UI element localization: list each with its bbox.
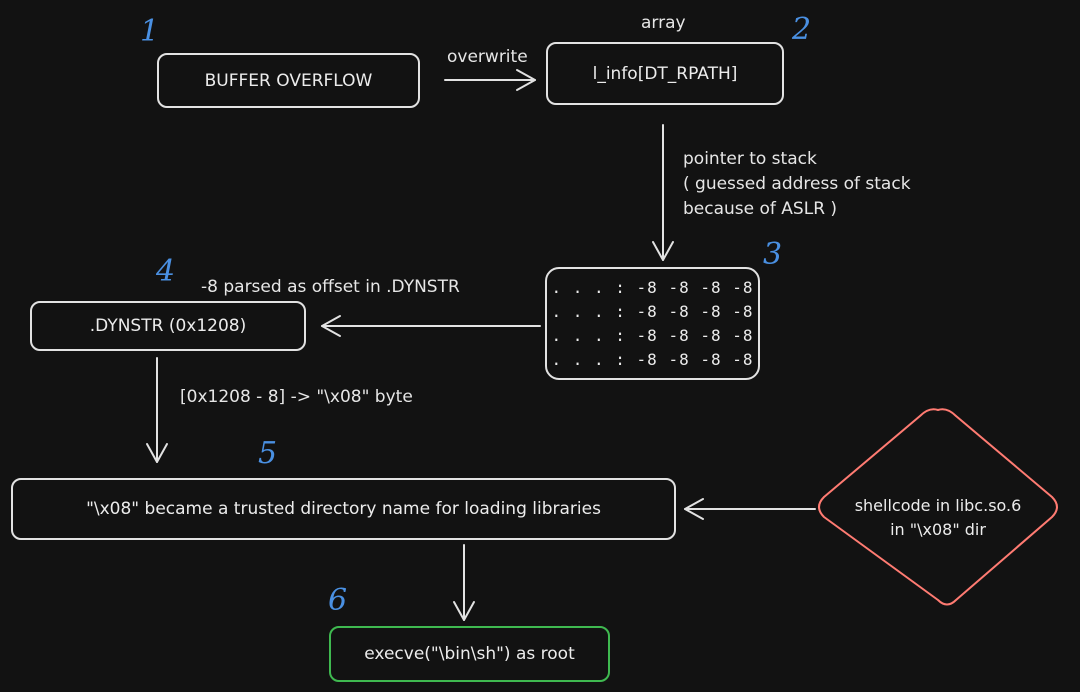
- shellcode-arrow: [684, 498, 816, 520]
- buffer-overflow-box: BUFFER OVERFLOW: [157, 53, 420, 108]
- dynstr-box: .DYNSTR (0x1208): [30, 301, 306, 351]
- trusted-directory-box: "\x08" became a trusted directory name f…: [11, 478, 676, 540]
- overwrite-label: overwrite: [447, 47, 528, 67]
- pointer-arrow: [652, 124, 674, 261]
- offset-row: . . . : -8 -8 -8 -8: [551, 349, 754, 369]
- array-label: array: [641, 13, 686, 33]
- info-array-box: l_info[DT_RPATH]: [546, 42, 784, 105]
- shellcode-diamond: [818, 408, 1058, 606]
- execve-root-box: execve("\bin\sh") as root: [329, 626, 610, 682]
- pointer-label-line-1: pointer to stack: [683, 149, 817, 169]
- offset-row: . . . : -8 -8 -8 -8: [551, 277, 754, 297]
- shellcode-text-line-2: in "\x08" dir: [890, 520, 986, 539]
- overwrite-arrow: [444, 69, 536, 91]
- execve-arrow: [453, 544, 475, 621]
- parsed-offset-label: -8 parsed as offset in .DYNSTR: [201, 277, 460, 297]
- shellcode-text: shellcode in libc.so.6 in "\x08" dir: [826, 494, 1050, 542]
- step-number-3: 3: [763, 237, 783, 272]
- step-number-4: 4: [156, 254, 176, 289]
- step-number-6: 6: [328, 583, 348, 618]
- stack-offsets-box: . . . : -8 -8 -8 -8 . . . : -8 -8 -8 -8 …: [545, 267, 760, 380]
- pointer-label-line-3: because of ASLR ): [683, 199, 838, 219]
- step-number-2: 2: [792, 12, 812, 47]
- pointer-label-line-2: ( guessed address of stack: [683, 174, 911, 194]
- shellcode-text-line-1: shellcode in libc.so.6: [854, 496, 1022, 515]
- offset-row: . . . : -8 -8 -8 -8: [551, 325, 754, 345]
- offset-row: . . . : -8 -8 -8 -8: [551, 301, 754, 321]
- byte-calc-label: [0x1208 - 8] -> "\x08" byte: [180, 387, 413, 407]
- step-number-5: 5: [258, 436, 278, 471]
- parsed-offset-arrow: [321, 315, 541, 337]
- step-number-1: 1: [140, 14, 160, 49]
- byte-arrow: [146, 357, 168, 463]
